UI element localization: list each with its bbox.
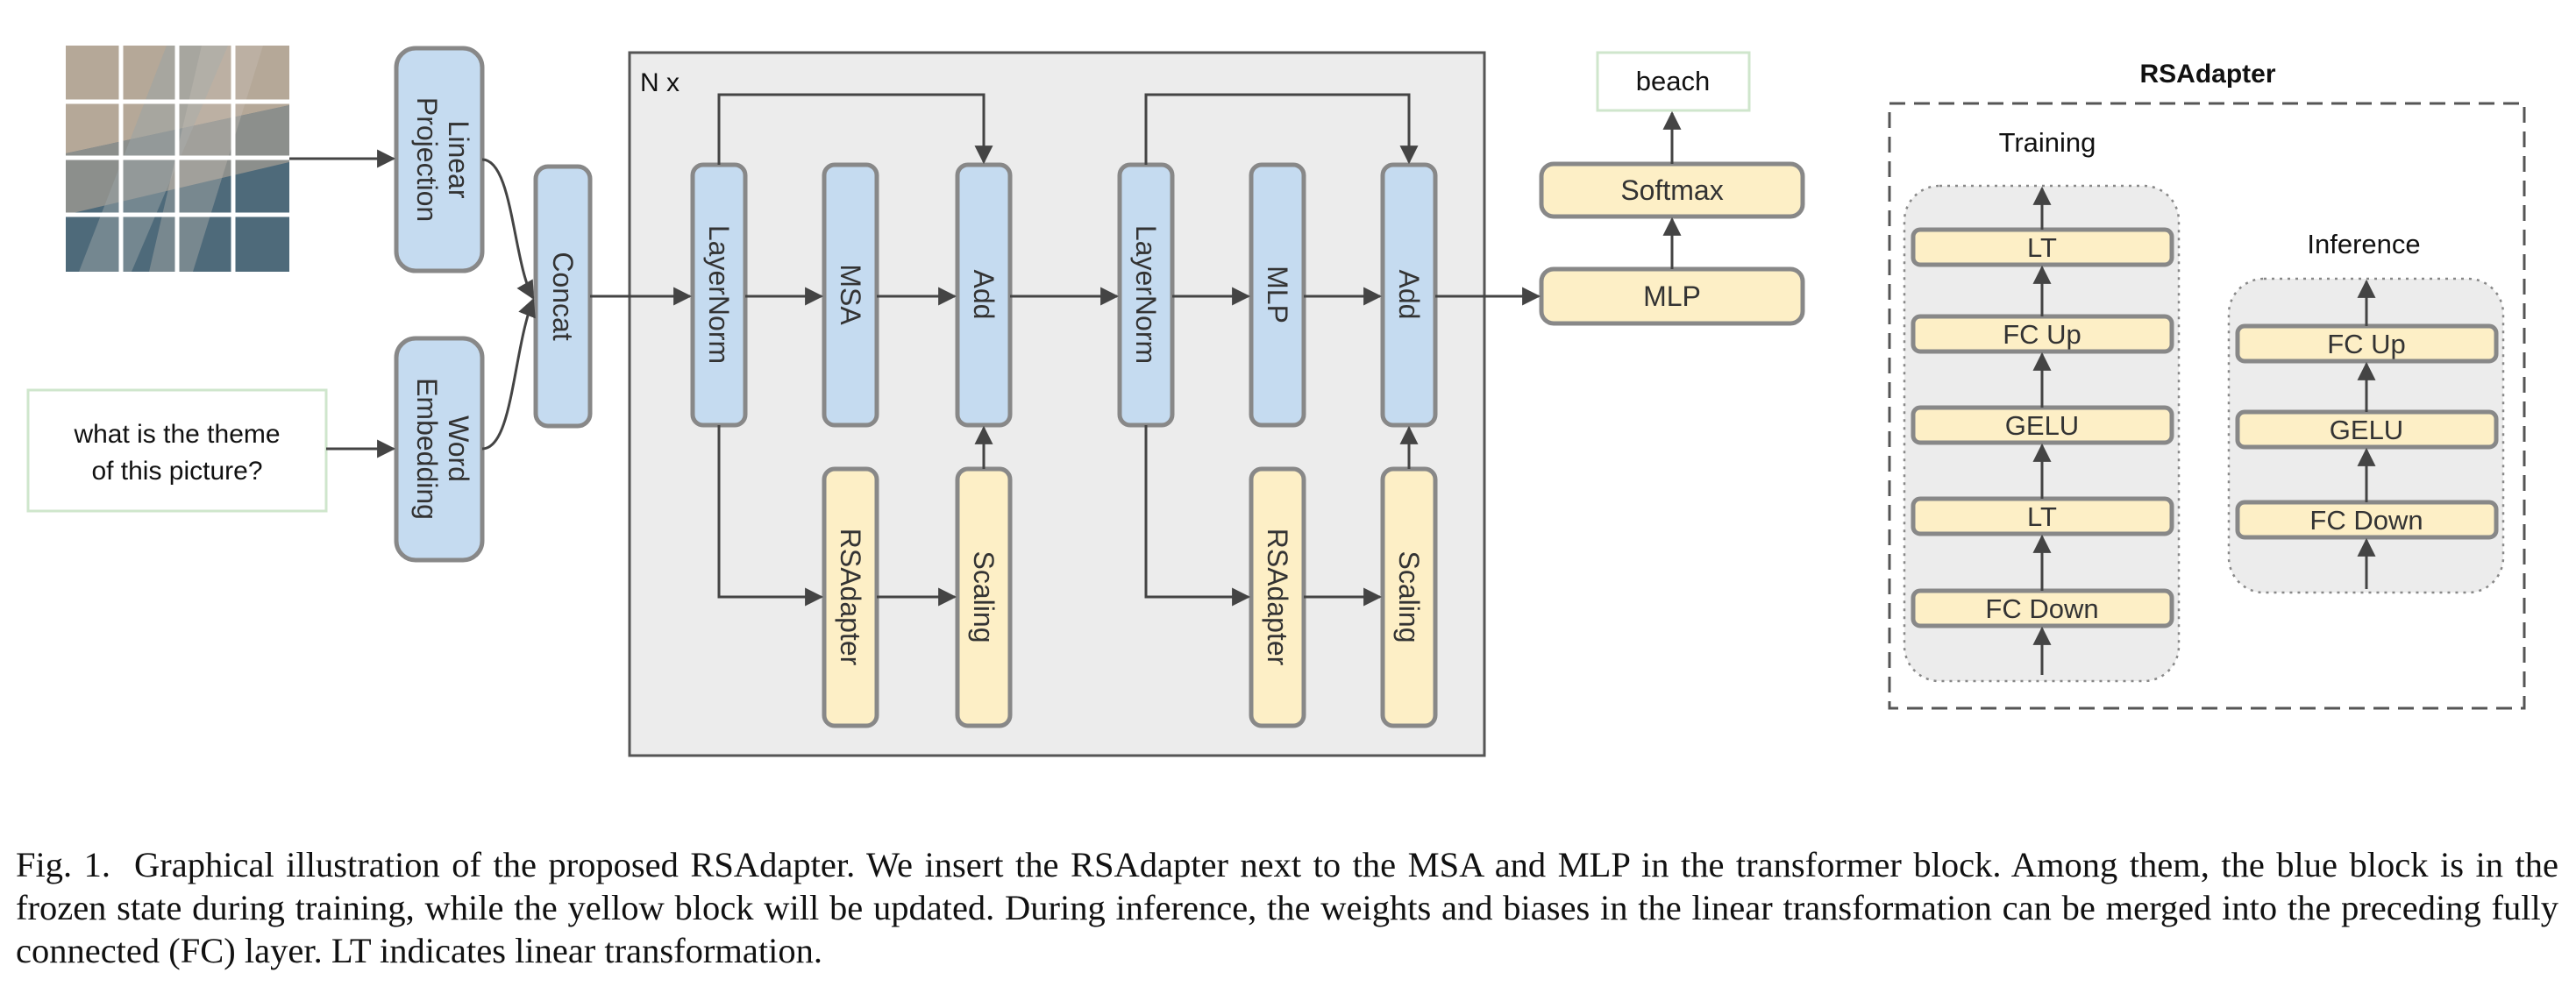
concat-label: Concat bbox=[547, 252, 579, 341]
inference-gelu-label: GELU bbox=[2330, 415, 2403, 445]
input-image-patches bbox=[66, 46, 289, 272]
inference-fc-down-label: FC Down bbox=[2309, 505, 2423, 536]
figure-caption: Fig. 1. Graphical illustration of the pr… bbox=[16, 843, 2558, 972]
question-line-1: what is the theme bbox=[73, 420, 280, 449]
linear-projection-label-2: Projection bbox=[411, 97, 443, 222]
training-fc-down-label: FC Down bbox=[1985, 593, 2098, 624]
repeat-label: N x bbox=[640, 68, 680, 97]
word-embedding-label-1: Word bbox=[443, 415, 474, 482]
output-box bbox=[1596, 51, 1751, 112]
layernorm-label-2: LayerNorm bbox=[1130, 225, 1162, 364]
mlp-label: MLP bbox=[1262, 266, 1293, 323]
rsadapter-panel-title: RSAdapter bbox=[2139, 60, 2275, 89]
architecture-diagram: N x what is the theme of this picture? L… bbox=[26, 46, 2526, 757]
caption-text: Graphical illustration of the proposed R… bbox=[16, 845, 2559, 970]
training-label: Training bbox=[1999, 127, 2096, 158]
rsadapter-label-2: RSAdapter bbox=[1262, 529, 1293, 666]
rsadapter-panel bbox=[1888, 102, 2526, 710]
add-label-1: Add bbox=[968, 270, 1000, 320]
rsadapter-label-1: RSAdapter bbox=[835, 529, 866, 666]
add-label-2: Add bbox=[1393, 270, 1425, 320]
connector-arrows bbox=[289, 93, 2376, 675]
inference-label: Inference bbox=[2307, 229, 2420, 259]
softmax-label: Softmax bbox=[1620, 174, 1723, 206]
head-mlp-label: MLP bbox=[1643, 280, 1701, 312]
training-fc-up-label: FC Up bbox=[2003, 319, 2081, 350]
output-label: beach bbox=[1636, 66, 1710, 96]
question-box bbox=[26, 388, 328, 513]
inference-fc-up-label: FC Up bbox=[2327, 329, 2406, 359]
scaling-label-2: Scaling bbox=[1393, 551, 1425, 643]
transformer-block-panel bbox=[628, 51, 1486, 757]
word-embedding-label-2: Embedding bbox=[411, 378, 443, 520]
scaling-label-1: Scaling bbox=[968, 551, 1000, 643]
training-gelu-label: GELU bbox=[2005, 410, 2079, 441]
training-lt-2-label: LT bbox=[2027, 232, 2057, 263]
msa-label: MSA bbox=[835, 264, 866, 325]
linear-projection-label-1: Linear bbox=[443, 121, 474, 199]
training-lt-1-label: LT bbox=[2027, 501, 2057, 532]
layernorm-label-1: LayerNorm bbox=[703, 225, 735, 364]
caption-prefix: Fig. 1. bbox=[16, 845, 111, 884]
question-line-2: of this picture? bbox=[91, 457, 262, 486]
